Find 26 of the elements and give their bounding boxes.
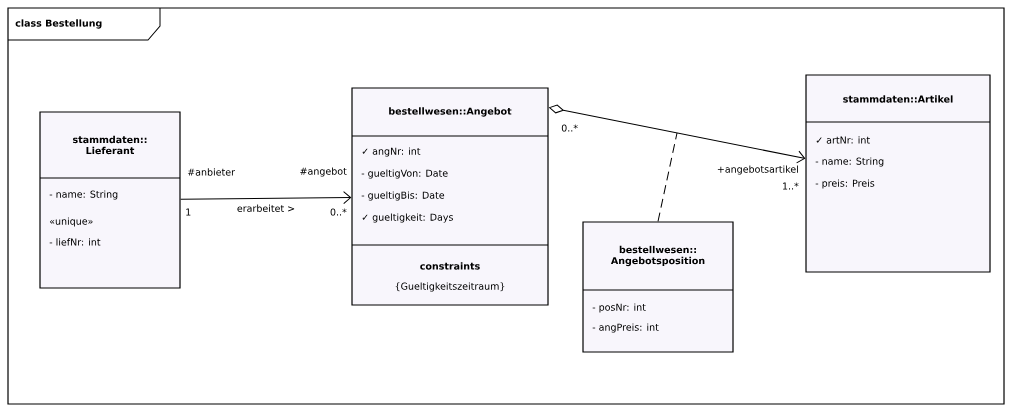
attribute-text: ✓ artNr: int xyxy=(816,136,870,144)
attribute-text: - angPreis: int xyxy=(592,323,659,333)
attribute-text: ✓ gueltigkeit: Days xyxy=(362,213,453,223)
attribute-text: - name: String xyxy=(815,157,884,167)
attribute-text: - preis: Preis xyxy=(815,179,875,189)
attribute-text: - liefNr: int xyxy=(49,238,101,246)
edge-label: erarbeitet > xyxy=(235,203,297,213)
attribute-text: - posNr: int xyxy=(592,303,646,313)
attribute-text: - name: String xyxy=(49,190,118,200)
class-heading: stammdaten:: Lieferant xyxy=(73,135,147,155)
class-heading: bestellwesen:: Angebotsposition xyxy=(610,245,705,267)
attribute-text: - gueltigBis: Date xyxy=(361,191,445,201)
attribute-text: ✓ angNr: int xyxy=(362,147,421,157)
association-line xyxy=(180,191,352,205)
frame-tab: class Bestellung xyxy=(7,7,161,41)
role-label: 0..* xyxy=(561,124,578,132)
role-label: 1 xyxy=(186,208,191,216)
class-heading: bestellwesen::Angebot xyxy=(389,107,512,117)
attribute-text: - gueltigVon: Date xyxy=(361,169,448,179)
association-line xyxy=(549,104,806,164)
role-label: +angebotsartikel xyxy=(717,165,798,175)
class-heading: stammdaten::Artikel xyxy=(843,95,953,103)
dashed-line xyxy=(657,132,678,222)
attribute-text: {Gueltigkeitszeitraum} xyxy=(395,282,505,292)
class-heading: constraints xyxy=(420,262,480,270)
attribute-text: «unique» xyxy=(49,217,93,227)
